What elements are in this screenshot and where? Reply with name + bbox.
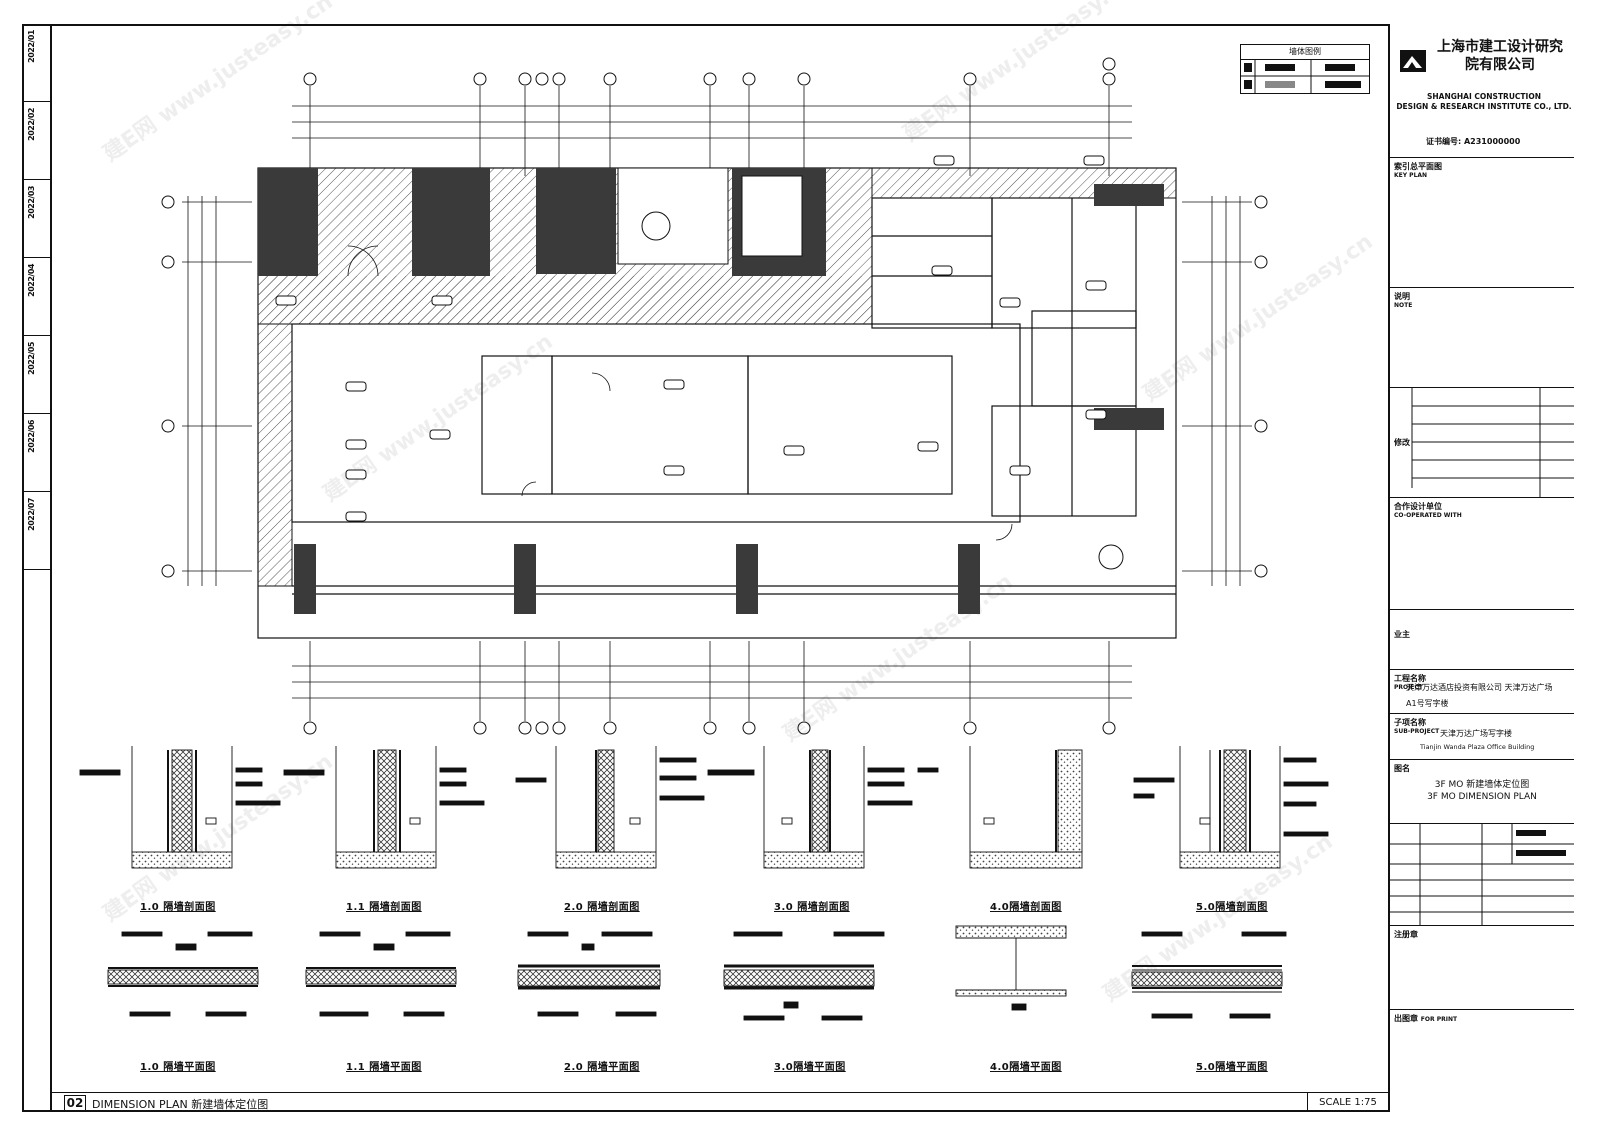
drawing-label: 图名 bbox=[1394, 764, 1410, 773]
plan-detail-label: 1.0 隔墙平面图 bbox=[140, 1062, 216, 1073]
print-label: 出图章 FOR PRINT bbox=[1394, 1014, 1458, 1023]
wall-legend: 墙体图例 bbox=[1240, 44, 1370, 94]
section-label: 3.0 隔墙剖面图 bbox=[774, 902, 850, 913]
company-cell: 上海市建工设计研究院有限公司 SHANGHAI CONSTRUCTION DES… bbox=[1390, 24, 1574, 158]
section-label: 4.0隔墙剖面图 bbox=[990, 902, 1062, 913]
revision-strip: 2022/01 2022/02 2022/03 2022/04 2022/05 … bbox=[22, 24, 52, 1112]
plan-title: DIMENSION PLAN 新建墙体定位图 bbox=[92, 1098, 269, 1111]
corridor-band bbox=[258, 276, 872, 324]
drawing-title-en: 3F MO DIMENSION PLAN bbox=[1427, 792, 1537, 802]
wall-tags bbox=[275, 155, 1107, 522]
section-label: 1.1 隔墙剖面图 bbox=[346, 902, 422, 913]
project-name-2: A1号写字楼 bbox=[1406, 699, 1449, 708]
strip-text: 2022/06 bbox=[27, 420, 36, 453]
accessible-toilet-symbol bbox=[641, 211, 671, 241]
owner-label: 业主 bbox=[1394, 630, 1410, 639]
strip-text: 2022/03 bbox=[27, 186, 36, 219]
strip-text: 2022/05 bbox=[27, 342, 36, 375]
structural-columns bbox=[294, 184, 1164, 614]
strip-cell: 2022/06 bbox=[22, 414, 50, 492]
strip-cell: 2022/07 bbox=[22, 492, 50, 570]
wall-section-details-top bbox=[79, 746, 1329, 869]
elevator-shaft bbox=[412, 168, 490, 276]
strip-cell: 2022/01 bbox=[22, 24, 50, 102]
strip-text: 2022/07 bbox=[27, 498, 36, 531]
revision-label: 修改 bbox=[1394, 438, 1410, 447]
scale-label: SCALE 1:75 bbox=[1307, 1093, 1388, 1112]
company-name-cn: 上海市建工设计研究院有限公司 bbox=[1437, 39, 1563, 73]
toilet-room bbox=[741, 175, 803, 257]
sub-project-name-en: Tianjin Wanda Plaza Office Building bbox=[1420, 743, 1535, 751]
cert-number: 证书编号: A231000000 bbox=[1426, 137, 1521, 146]
left-wall-hatch bbox=[257, 323, 293, 587]
plan-detail-label: 1.1 隔墙平面图 bbox=[346, 1062, 422, 1073]
plan-detail-label: 3.0隔墙平面图 bbox=[774, 1062, 846, 1073]
company-name-en: SHANGHAI CONSTRUCTION DESIGN & RESEARCH … bbox=[1396, 92, 1572, 112]
drawing-title-cell: 图名 3F MO 新建墙体定位图 3F MO DIMENSION PLAN bbox=[1390, 760, 1574, 824]
door-swings bbox=[347, 245, 1013, 541]
seal-label: 注册章 bbox=[1394, 930, 1418, 939]
strip-cell: 2022/04 bbox=[22, 258, 50, 336]
revision-table bbox=[1411, 388, 1574, 498]
section-label: 2.0 隔墙剖面图 bbox=[564, 902, 640, 913]
dimension-lines-top bbox=[292, 86, 1132, 176]
signature-cell bbox=[1390, 824, 1574, 926]
revision-cell: 修改 bbox=[1390, 388, 1574, 498]
signature-table bbox=[1390, 824, 1574, 926]
dimension-lines-bottom bbox=[292, 641, 1132, 721]
title-block: 上海市建工设计研究院有限公司 SHANGHAI CONSTRUCTION DES… bbox=[1388, 24, 1574, 1112]
company-logo-icon bbox=[1400, 50, 1426, 72]
corridor-hatch bbox=[871, 167, 1177, 199]
section-label: 5.0隔墙剖面图 bbox=[1196, 902, 1268, 913]
section-label: 1.0 隔墙剖面图 bbox=[140, 902, 216, 913]
column-round bbox=[1098, 544, 1124, 570]
strip-text: 2022/04 bbox=[27, 264, 36, 297]
toilet-core bbox=[617, 167, 729, 265]
elevator-shaft bbox=[258, 168, 318, 276]
company-en-line1: SHANGHAI CONSTRUCTION bbox=[1426, 92, 1541, 101]
grid-axis-top bbox=[303, 57, 1116, 86]
seal-cell: 注册章 bbox=[1390, 926, 1574, 1010]
plan-detail-label: 4.0隔墙平面图 bbox=[990, 1062, 1062, 1073]
strip-cell: 2022/05 bbox=[22, 336, 50, 414]
dimension-lines-sides bbox=[182, 196, 1252, 586]
legend-title: 墙体图例 bbox=[1241, 45, 1369, 60]
grid-axis-bottom bbox=[303, 721, 1116, 735]
plan-detail-label: 2.0 隔墙平面图 bbox=[564, 1062, 640, 1073]
strip-cell: 2022/02 bbox=[22, 102, 50, 180]
floor-plan bbox=[79, 57, 1329, 1021]
sub-project-name: 天津万达广场写字楼 bbox=[1440, 729, 1512, 738]
drawing-title-cn: 3F MO 新建墙体定位图 bbox=[1434, 780, 1530, 790]
partition-walls bbox=[291, 197, 1176, 595]
strip-text: 2022/02 bbox=[27, 108, 36, 141]
owner-cell: 业主 bbox=[1390, 610, 1574, 670]
plan-detail-label: 5.0隔墙平面图 bbox=[1196, 1062, 1268, 1073]
sheet-number: 02 bbox=[64, 1095, 86, 1111]
strip-text: 2022/01 bbox=[27, 30, 36, 63]
grid-axis-sides bbox=[161, 195, 1268, 578]
stair-core bbox=[536, 168, 616, 274]
strip-cell: 2022/03 bbox=[22, 180, 50, 258]
bottom-title-bar: 02 DIMENSION PLAN 新建墙体定位图 SCALE 1:75 bbox=[52, 1092, 1388, 1112]
print-cell: 出图章 FOR PRINT bbox=[1390, 1010, 1574, 1110]
wall-plan-details-bottom bbox=[107, 925, 1287, 1021]
legend-swatches bbox=[1241, 59, 1369, 93]
project-name: 天津万达酒店投资有限公司 天津万达广场 bbox=[1406, 683, 1553, 692]
company-en-line2: DESIGN & RESEARCH INSTITUTE CO., LTD. bbox=[1396, 102, 1572, 111]
